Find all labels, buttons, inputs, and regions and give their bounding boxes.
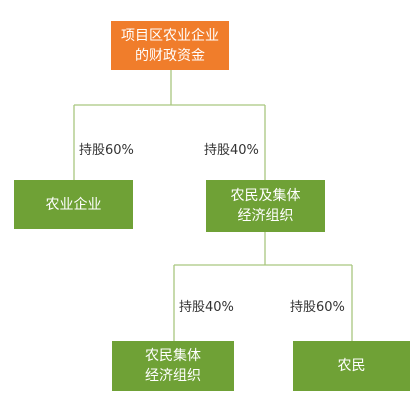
node-agri-enterprise-label: 农业企业 (45, 196, 102, 213)
node-collective-org: 农民及集体 经济组织 (206, 180, 325, 232)
node-collective-econ: 农民集体 经济组织 (112, 341, 234, 391)
node-farmers-label: 农民 (337, 358, 366, 374)
node-root: 项目区农业企业 的财政资金 (111, 21, 229, 70)
share-label-enterprise: 持股60% (79, 143, 134, 158)
share-label-farmers: 持股60% (290, 300, 345, 315)
node-collective-econ-label: 农民集体 经济组织 (145, 348, 201, 384)
node-farmers: 农民 (293, 341, 410, 391)
node-root-label: 项目区农业企业 的财政资金 (121, 27, 219, 64)
share-label-collective: 持股40% (204, 143, 259, 158)
share-label-collective-econ: 持股40% (179, 300, 234, 315)
node-agri-enterprise: 农业企业 (14, 180, 133, 229)
node-collective-org-label: 农民及集体 经济组织 (230, 188, 301, 224)
